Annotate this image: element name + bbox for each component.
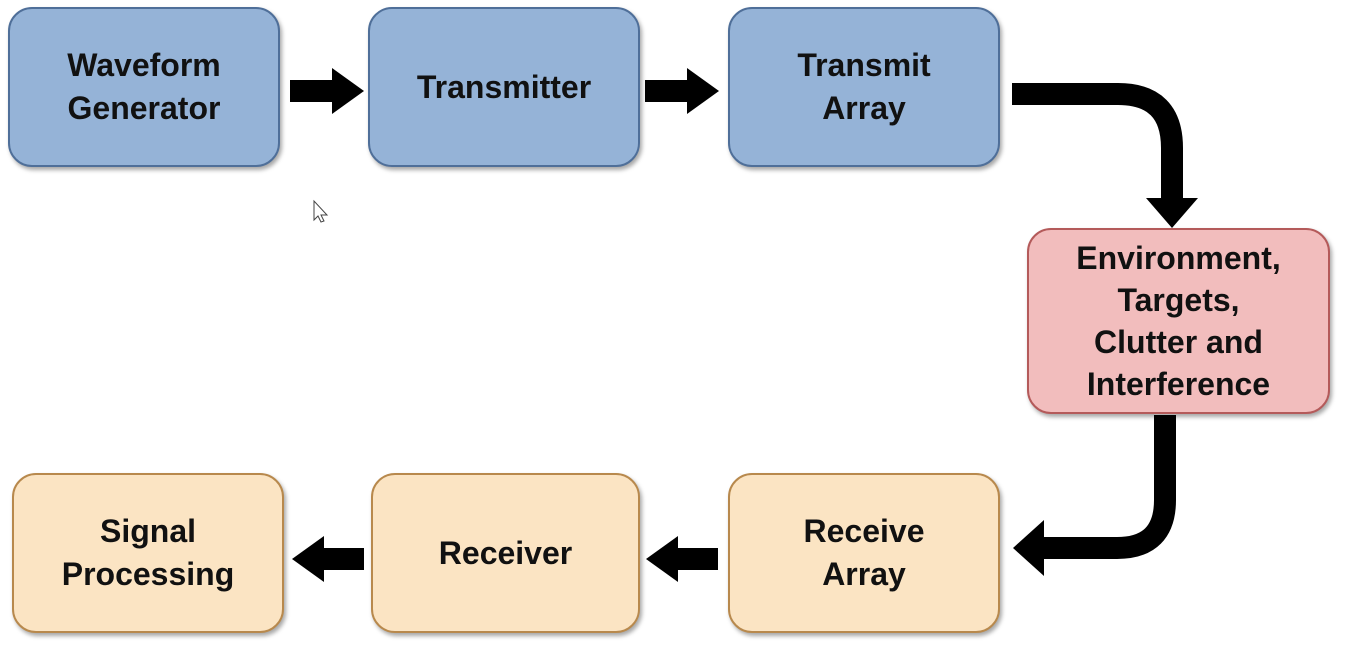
node-waveform-generator: Waveform Generator — [8, 7, 280, 167]
node-transmit-array: Transmit Array — [728, 7, 1000, 167]
node-label: Signal Processing — [61, 513, 235, 592]
node-environment: Environment, Targets, Clutter and Interf… — [1027, 228, 1330, 414]
node-transmitter: Transmitter — [368, 7, 640, 167]
node-label: Transmitter — [416, 68, 592, 105]
arrow-receive-array-to-receiver — [646, 536, 718, 582]
node-receive-array: Receive Array — [728, 473, 1000, 633]
node-receiver: Receiver — [371, 473, 640, 633]
node-label: Receiver — [438, 534, 573, 571]
node-label: Environment, Targets, Clutter and Interf… — [1076, 240, 1281, 402]
node-signal-processing: Signal Processing — [12, 473, 284, 633]
mouse-cursor-icon — [313, 199, 329, 223]
node-label: Transmit Array — [797, 47, 931, 126]
node-label: Receive Array — [803, 513, 925, 592]
arrow-waveform-to-transmitter — [290, 68, 364, 114]
arrow-transmitter-to-transmit-array — [645, 68, 719, 114]
arrow-transmit-array-to-environment — [1012, 83, 1198, 228]
arrow-environment-to-receive-array — [1013, 415, 1176, 576]
arrow-receiver-to-signal-processing — [292, 536, 364, 582]
node-label: Waveform Generator — [67, 47, 221, 126]
